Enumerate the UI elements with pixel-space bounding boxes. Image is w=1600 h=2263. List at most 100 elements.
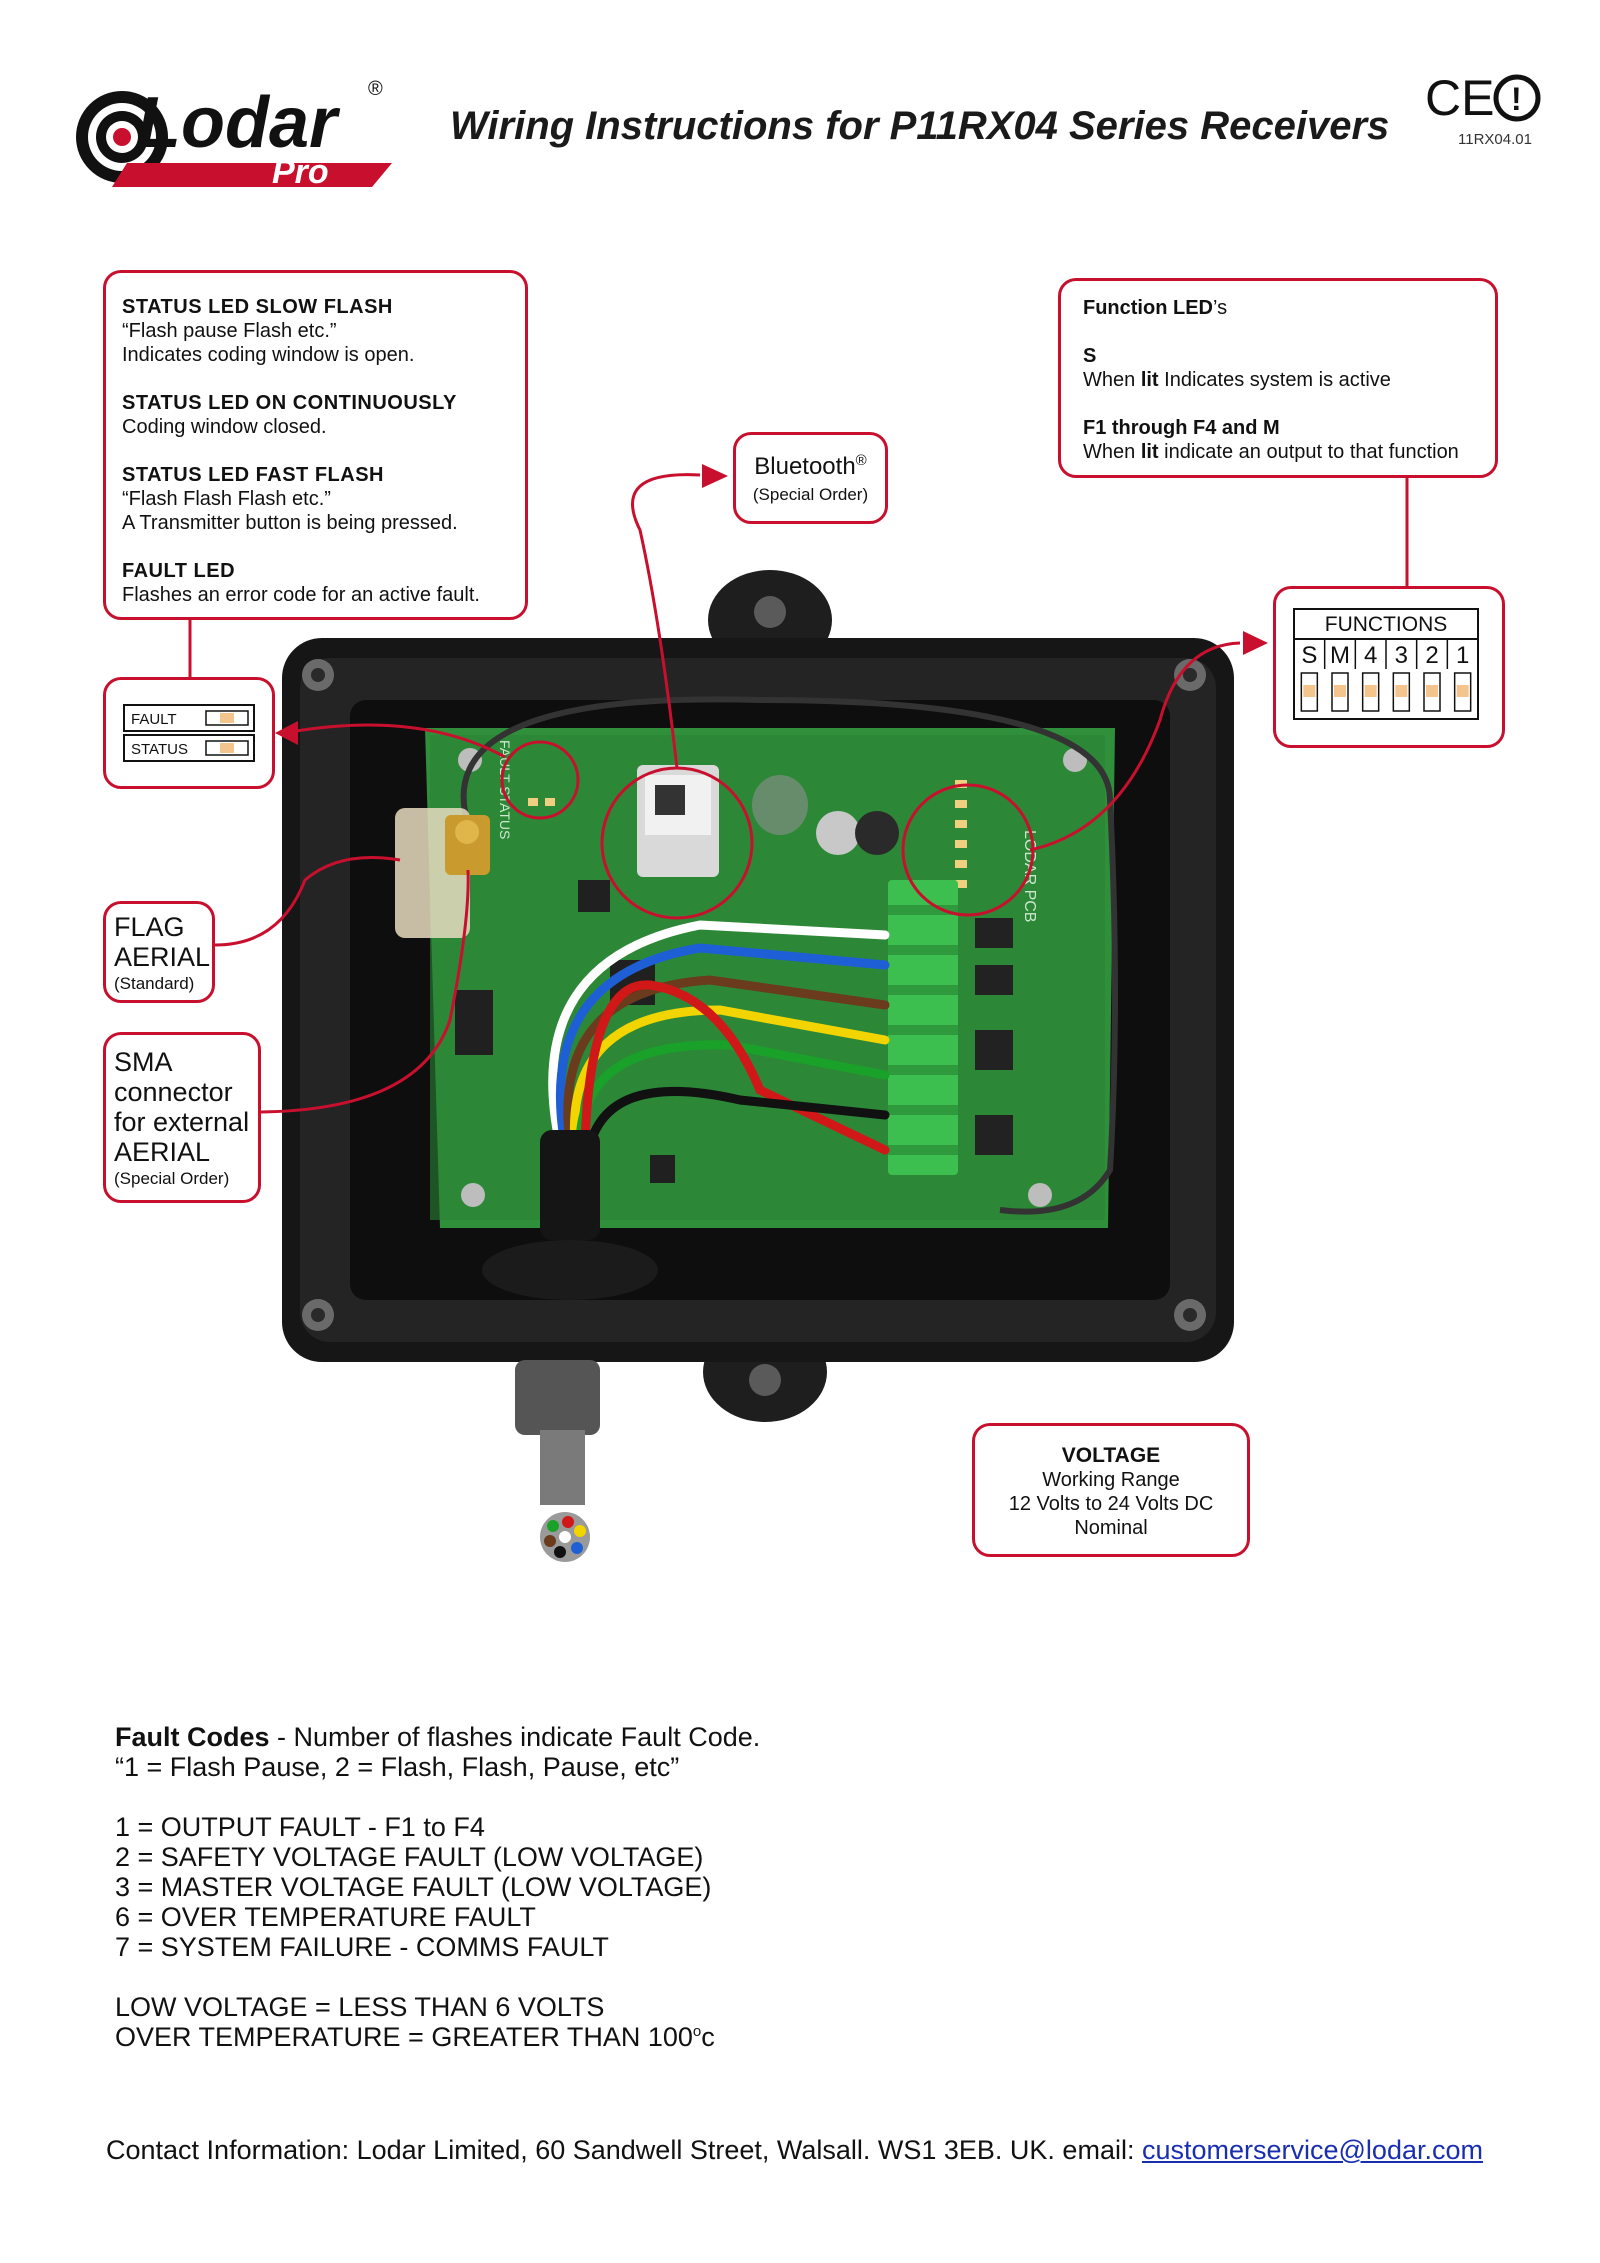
- function-led-glow-m: [1334, 685, 1346, 697]
- fault-codes-section: Fault Codes - Number of flashes indicate…: [115, 1722, 1015, 2052]
- flag-aerial-line1: FLAG: [114, 912, 185, 942]
- ce-and-alert-marks: CE !: [1425, 70, 1541, 126]
- mounting-tab-top: [708, 570, 832, 670]
- fault-codes-pattern: “1 = Flash Pause, 2 = Flash, Flash, Paus…: [115, 1752, 680, 1782]
- fault-code-item: 3 = MASTER VOLTAGE FAULT (LOW VOLTAGE): [115, 1872, 712, 1902]
- logo-pro-text: Pro: [272, 153, 329, 190]
- flag-aerial-note: (Standard): [114, 974, 195, 993]
- function-f-text-bold: lit: [1140, 441, 1159, 463]
- function-led-title: Function LED: [1083, 297, 1213, 319]
- status-led-label: STATUS: [131, 741, 188, 758]
- fault-code-item: 6 = OVER TEMPERATURE FAULT: [115, 1902, 536, 1932]
- sma-line3: for external: [114, 1107, 250, 1137]
- voltage-line3: Nominal: [1074, 1517, 1148, 1539]
- function-led-title-suffix: ’s: [1212, 297, 1228, 319]
- contact-email-link[interactable]: customerservice@lodar.com: [1141, 2135, 1483, 2165]
- mounting-tab-bottom: [703, 1322, 827, 1422]
- function-led-glow-2: [1426, 685, 1438, 697]
- logo-brand-text: Lodar: [137, 83, 341, 163]
- slow-flash-title: STATUS LED SLOW FLASH: [122, 296, 393, 318]
- sma-note: (Special Order): [114, 1169, 230, 1188]
- sma-line1: SMA: [114, 1047, 173, 1077]
- sma-line2: connector: [114, 1077, 233, 1107]
- function-led-label-3: 3: [1395, 642, 1408, 669]
- fault-status-led-panel: FAULT STATUS: [103, 677, 275, 789]
- voltage-line2: 12 Volts to 24 Volts DC: [1008, 1493, 1214, 1515]
- function-led-label-4: 4: [1364, 642, 1377, 669]
- function-f-text-pre: When: [1083, 441, 1141, 463]
- pcb-board: [425, 728, 1115, 1228]
- sma-connector: [445, 815, 490, 875]
- function-f-title: F1 through F4 and M: [1083, 417, 1280, 439]
- on-continuously-title: STATUS LED ON CONTINUOUSLY: [122, 392, 457, 414]
- status-led-callout: STATUS LED SLOW FLASH “Flash pause Flash…: [103, 270, 528, 620]
- function-s-title: S: [1083, 345, 1097, 367]
- flag-aerial-callout: FLAG AERIAL (Standard): [103, 901, 215, 1003]
- voltage-line1: Working Range: [1042, 1469, 1180, 1491]
- contact-information: Contact Information: Lodar Limited, 60 S…: [106, 2135, 1483, 2166]
- lodar-pro-logo: Lodar Pro ®: [76, 78, 392, 190]
- flag-aerial-line2: AERIAL: [114, 942, 211, 972]
- function-led-label-m: M: [1330, 642, 1350, 669]
- temperature-unit: c: [701, 2022, 715, 2052]
- alert-mark-icon: !: [1511, 81, 1522, 117]
- functions-header: FUNCTIONS: [1325, 613, 1448, 636]
- function-s-text-pre: When: [1083, 369, 1141, 391]
- contact-text: Contact Information: Lodar Limited, 60 S…: [106, 2135, 1142, 2165]
- fault-code-item: 7 = SYSTEM FAILURE - COMMS FAULT: [115, 1932, 609, 1962]
- function-led-glow-3: [1395, 685, 1408, 697]
- degree-symbol: o: [692, 2023, 702, 2040]
- slow-flash-line2: Indicates coding window is open.: [122, 344, 415, 366]
- bluetooth-module: [637, 765, 719, 877]
- pcb-fault-status-marking: FAULT STATUS: [497, 740, 513, 839]
- receiver-enclosure-illustration: LODAR PCB FAULT STATUS: [188, 464, 1409, 1562]
- voltage-callout: VOLTAGE Working Range 12 Volts to 24 Vol…: [972, 1423, 1250, 1557]
- fault-codes-title: Fault Codes: [115, 1722, 270, 1752]
- function-led-label-1: 1: [1456, 642, 1469, 669]
- terminal-block: [888, 880, 958, 1175]
- over-temperature-definition: OVER TEMPERATURE = GREATER THAN 100: [115, 2022, 693, 2052]
- pcb-board-name: LODAR PCB: [1021, 830, 1038, 922]
- cable-end-cores: [540, 1512, 590, 1562]
- bluetooth-highlight: [600, 766, 754, 920]
- cable-gland: [540, 1130, 600, 1240]
- ce-mark-icon: CE: [1425, 70, 1494, 126]
- function-led-glow-1: [1456, 685, 1469, 697]
- sma-line4: AERIAL: [114, 1137, 211, 1167]
- slow-flash-line1: “Flash pause Flash etc.”: [122, 320, 337, 342]
- fault-codes-intro: - Number of flashes indicate Fault Code.: [269, 1722, 761, 1752]
- status-led-highlight: [500, 740, 580, 820]
- fault-code-item: 1 = OUTPUT FAULT - F1 to F4: [115, 1812, 485, 1842]
- function-led-label-s: S: [1301, 642, 1317, 669]
- function-led-glow-s: [1303, 685, 1316, 697]
- fast-flash-title: STATUS LED FAST FLASH: [122, 464, 384, 486]
- fault-led-line1: Flashes an error code for an active faul…: [122, 584, 480, 606]
- bluetooth-registered-mark: ®: [855, 452, 867, 469]
- sma-connector-callout: SMA connector for external AERIAL (Speci…: [103, 1032, 261, 1203]
- on-continuously-line1: Coding window closed.: [122, 416, 327, 438]
- function-led-callout: Function LED’s S When lit Indicates syst…: [1058, 278, 1498, 478]
- bluetooth-note: (Special Order): [752, 485, 869, 504]
- signal-wires: [548, 920, 890, 1155]
- fault-led-title: FAULT LED: [122, 560, 236, 582]
- page-title: Wiring Instructions for P11RX04 Series R…: [450, 104, 1390, 148]
- logo-registered-mark: ®: [368, 78, 383, 100]
- bluetooth-callout: Bluetooth® (Special Order): [733, 432, 888, 524]
- function-led-label-2: 2: [1425, 642, 1438, 669]
- function-s-text-post: Indicates system is active: [1158, 369, 1391, 391]
- document-reference: 11RX04.01: [1458, 131, 1532, 148]
- fast-flash-line2: A Transmitter button is being pressed.: [122, 512, 458, 534]
- fast-flash-line1: “Flash Flash Flash etc.”: [122, 488, 331, 510]
- bluetooth-label: Bluetooth: [754, 453, 856, 480]
- function-s-text-bold: lit: [1140, 369, 1159, 391]
- function-led-highlight: [901, 783, 1035, 917]
- enclosure-body: [282, 638, 1234, 1362]
- low-voltage-definition: LOW VOLTAGE = LESS THAN 6 VOLTS: [115, 1992, 605, 2022]
- flag-aerial: [395, 808, 470, 938]
- function-led-glow-4: [1364, 685, 1377, 697]
- fault-led-label: FAULT: [131, 711, 177, 728]
- function-f-text-post: indicate an output to that function: [1158, 441, 1459, 463]
- fault-code-item: 2 = SAFETY VOLTAGE FAULT (LOW VOLTAGE): [115, 1842, 704, 1872]
- voltage-title: VOLTAGE: [1061, 1444, 1161, 1467]
